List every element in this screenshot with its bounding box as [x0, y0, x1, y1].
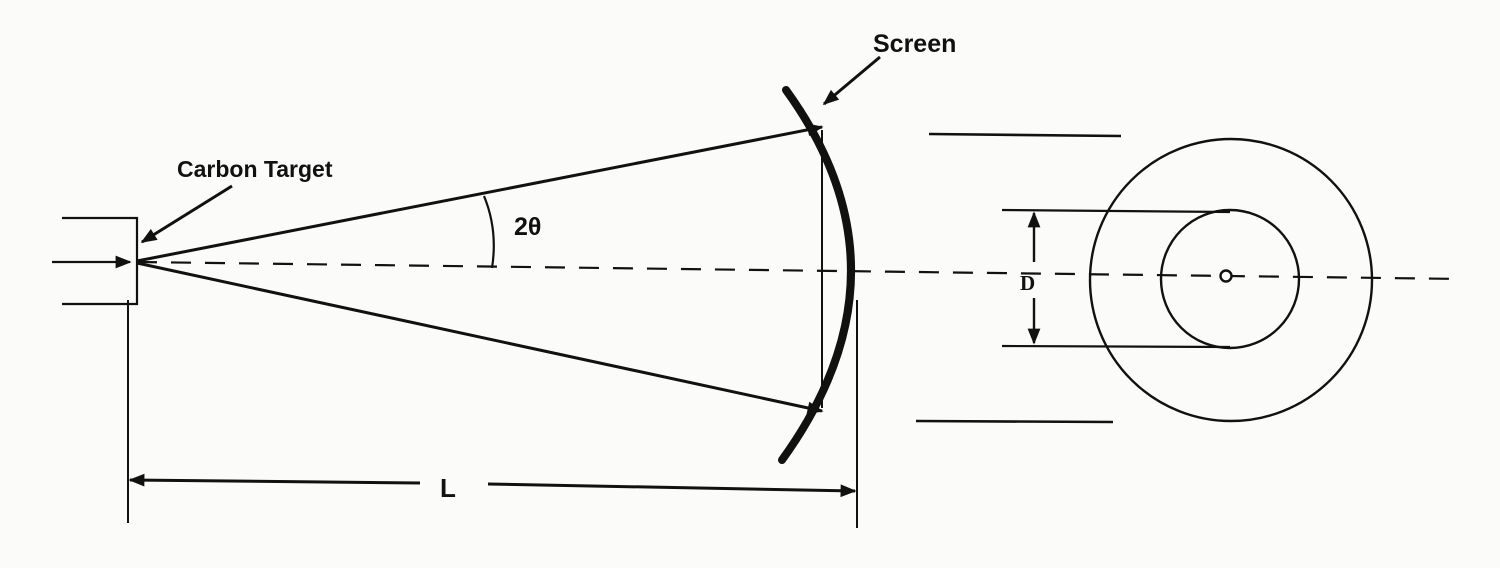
angle-arc — [482, 195, 495, 269]
distance-label: L — [440, 473, 456, 503]
ring-top-tangent — [1001, 208, 1231, 214]
beam-axis-dashed — [136, 260, 1463, 281]
carbon-target-pointer — [140, 184, 233, 244]
upper-projection-line — [928, 132, 1122, 138]
central-spot — [1219, 269, 1233, 283]
upper-diffracted-ray — [136, 123, 824, 263]
distance-arrow-left — [128, 473, 421, 487]
ring-bottom-tangent — [1001, 344, 1231, 349]
lower-diffracted-ray — [136, 261, 824, 415]
screen-pointer — [822, 55, 881, 106]
lower-projection-line — [915, 419, 1114, 424]
angle-label: 2θ — [514, 213, 541, 241]
screen-label: Screen — [873, 30, 956, 58]
carbon-target-label: Carbon Target — [177, 156, 333, 182]
inner-diffraction-ring — [1159, 208, 1301, 350]
distance-arrow-right — [487, 482, 857, 498]
diameter-label: D — [1020, 271, 1035, 295]
curved-screen — [778, 86, 855, 464]
outer-diffraction-ring — [1088, 137, 1374, 423]
